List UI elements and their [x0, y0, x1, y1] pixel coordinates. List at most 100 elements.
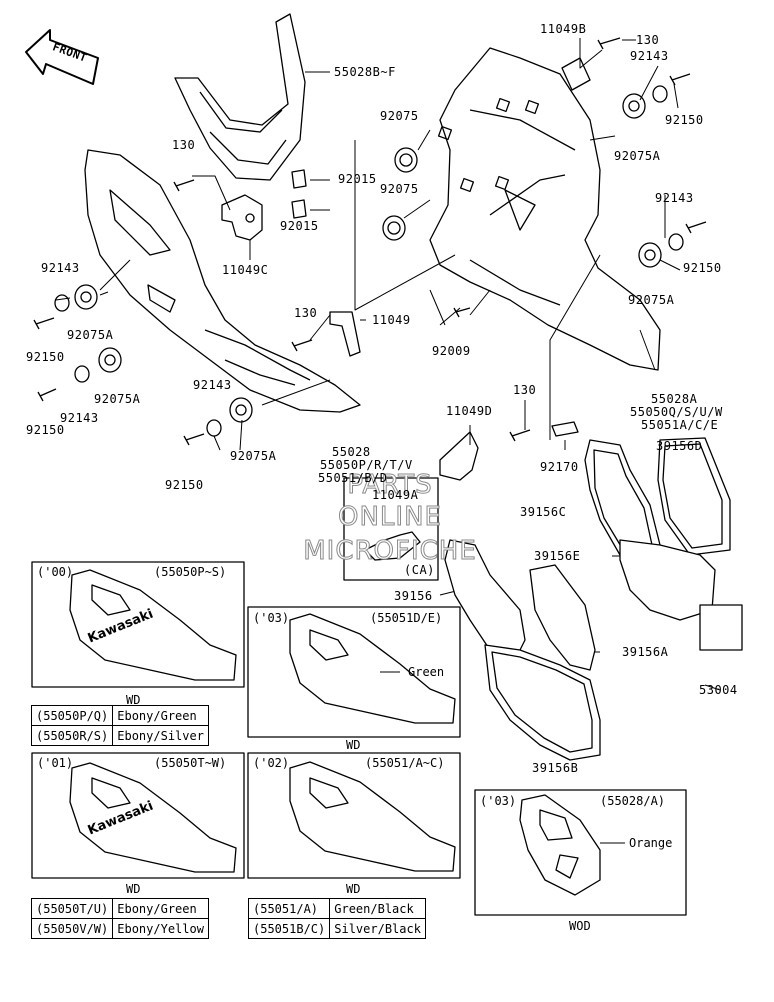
- variant-code: (55051/A~C): [365, 756, 445, 770]
- part-label: 11049A: [372, 488, 419, 502]
- variant-caption: WD: [346, 882, 361, 896]
- clip-92015: [291, 169, 307, 219]
- color-table-2001: (55050T/U)Ebony/Green (55050V/W)Ebony/Ye…: [30, 898, 209, 939]
- variant-year: ('02): [253, 756, 290, 770]
- part-label: 92075A: [628, 293, 675, 307]
- grommets: [54, 85, 684, 437]
- table-cell: Ebony/Green: [112, 705, 209, 726]
- part-label: 11049B: [540, 22, 587, 36]
- part-label: 92150: [683, 261, 722, 275]
- table-cell: Ebony/Yellow: [112, 918, 209, 939]
- table-cell: (55050V/W): [30, 918, 114, 939]
- bracket-11049C: [221, 194, 263, 241]
- part-label: 11049D: [446, 404, 493, 418]
- part-label: 92170: [540, 460, 579, 474]
- right-fairing-part: [429, 47, 661, 371]
- part-label: 130: [636, 33, 660, 47]
- part-label: 92143: [630, 49, 669, 63]
- part-label: 55051/B/D: [318, 471, 388, 485]
- table-cell: Silver/Black: [329, 918, 426, 939]
- variant-year: ('03): [253, 611, 290, 625]
- part-label: 92143: [193, 378, 232, 392]
- part-label: 130: [513, 383, 537, 397]
- table-row: (55050P/Q)Ebony/Green: [30, 705, 209, 726]
- part-label: 92150: [165, 478, 204, 492]
- variant-color-note: Orange: [629, 836, 673, 850]
- part-label: 92143: [655, 191, 694, 205]
- left-fairing-part: [84, 149, 361, 413]
- table-cell: (55050P/Q): [30, 705, 114, 726]
- table-row: (55050T/U)Ebony/Green: [30, 898, 209, 919]
- part-label: 55051A/C/E: [641, 418, 719, 432]
- part-label: 92075A: [67, 328, 114, 342]
- color-table-2002: (55051/A)Green/Black (55051B/C)Silver/Bl…: [247, 898, 426, 939]
- part-label: 39156D: [656, 439, 703, 453]
- variant-code: (55050P~S): [154, 565, 227, 579]
- part-label: 130: [294, 306, 318, 320]
- variant-year: ('03): [480, 794, 517, 808]
- variant-color-note: Green: [408, 665, 445, 679]
- bracket-11049A: [364, 531, 421, 561]
- variant-code: (55028/A): [600, 794, 666, 808]
- part-label: 39156: [394, 589, 433, 603]
- table-cell: (55051B/C): [247, 918, 331, 939]
- part-label: 92150: [665, 113, 704, 127]
- part-label: 92009: [432, 344, 471, 358]
- part-label: 92075: [380, 109, 419, 123]
- variant-year: ('00): [37, 565, 74, 579]
- leader-lines: [55, 38, 735, 691]
- part-label: 55028B~F: [334, 65, 396, 79]
- table-cell: Ebony/Silver: [112, 725, 209, 746]
- variant-caption: WD: [346, 738, 361, 752]
- table-cell: (55050T/U): [30, 898, 114, 919]
- part-label: 55028A: [651, 392, 698, 406]
- watermark-line-1: PARTS: [347, 470, 433, 501]
- part-label: 53004: [699, 683, 738, 697]
- part-label: 92143: [41, 261, 80, 275]
- ca-detail-box: [343, 477, 439, 581]
- bolts: [33, 37, 707, 446]
- part-label: 39156E: [534, 549, 581, 563]
- part-label: (CA): [404, 563, 435, 577]
- table-row: (55050R/S)Ebony/Silver: [30, 725, 209, 746]
- mini-fairings: [69, 569, 601, 896]
- part-label: 92015: [338, 172, 377, 186]
- bracket-11049: [329, 311, 361, 357]
- variant-code: (55050T~W): [154, 756, 227, 770]
- part-label: 11049C: [222, 263, 269, 277]
- part-label: 39156B: [532, 761, 579, 775]
- color-table-2000: (55050P/Q)Ebony/Green (55050R/S)Ebony/Si…: [30, 705, 209, 746]
- part-label: 55050Q/S/U/W: [630, 405, 723, 419]
- part-label: 39156A: [622, 645, 669, 659]
- part-label: 92075A: [230, 449, 277, 463]
- box-leaders: [380, 671, 625, 844]
- table-cell: (55051/A): [247, 898, 331, 919]
- variant-caption: WOD: [569, 919, 591, 933]
- clip-92170: [551, 421, 579, 437]
- watermark-line-2: ONLINE: [338, 502, 442, 533]
- upper-cowl-part: [174, 13, 306, 181]
- part-label: 92075: [380, 182, 419, 196]
- part-label: 92075A: [614, 149, 661, 163]
- part-label: 92150: [26, 423, 65, 437]
- part-label: 92150: [26, 350, 65, 364]
- variant-code: (55051D/E): [370, 611, 443, 625]
- variant-caption: WD: [126, 693, 141, 707]
- part-label: 11049: [372, 313, 411, 327]
- variant-caption: WD: [126, 882, 141, 896]
- table-row: (55051B/C)Silver/Black: [247, 918, 426, 939]
- inner-panels: [444, 437, 743, 761]
- part-label: 130: [172, 138, 196, 152]
- part-label: 92075A: [94, 392, 141, 406]
- part-label: 55028: [332, 445, 371, 459]
- table-cell: Ebony/Green: [112, 898, 209, 919]
- variant-year: ('01): [37, 756, 74, 770]
- part-label: 92143: [60, 411, 99, 425]
- table-row: (55050V/W)Ebony/Yellow: [30, 918, 209, 939]
- watermark-line-3: MICROFICHE: [303, 536, 477, 567]
- table-row: (55051/A)Green/Black: [247, 898, 426, 919]
- part-label: 92015: [280, 219, 319, 233]
- variant-boxes: [31, 561, 687, 916]
- table-cell: (55050R/S): [30, 725, 114, 746]
